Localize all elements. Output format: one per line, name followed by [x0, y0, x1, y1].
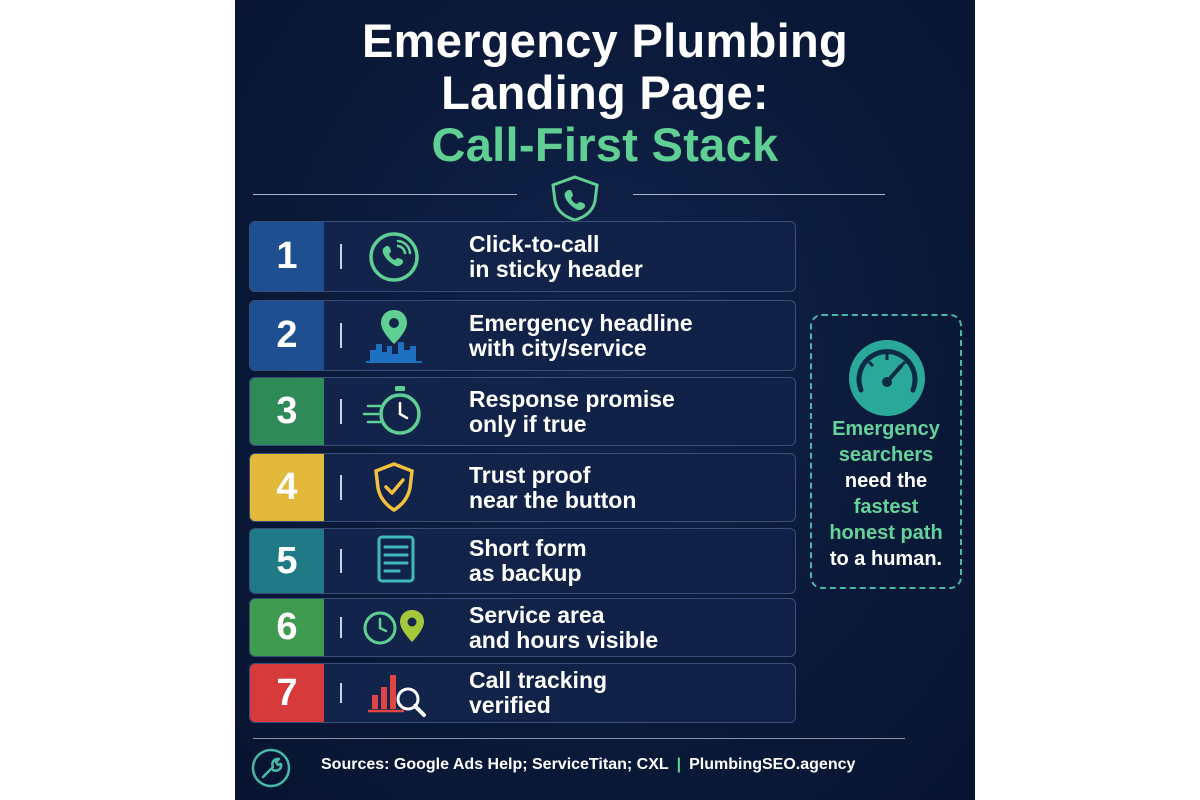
step-number-badge: 6: [250, 599, 324, 656]
phone-call-icon: [369, 231, 419, 282]
wrench-icon: [251, 748, 291, 788]
step-row-3: 3 Response promise only if true: [249, 377, 796, 446]
callout-text: Emergency searchers need the fastest hon…: [829, 418, 943, 570]
step-row-1: 1 Click-to-call in sticky header: [249, 221, 796, 292]
title-line-3: Call-First Stack: [431, 118, 779, 171]
row-divider: [340, 617, 342, 638]
title-line-1: Emergency Plumbing: [362, 14, 848, 67]
step-label: Emergency headline with city/service: [469, 309, 693, 361]
step-number-badge: 1: [250, 222, 324, 291]
step-row-6: 6 Service area and hours visible: [249, 598, 796, 657]
step-label: Service area and hours visible: [469, 601, 659, 653]
infographic: Emergency Plumbing Landing Page: Call-Fi…: [235, 0, 975, 800]
speedometer-icon: [849, 340, 925, 416]
step-label: Response promise only if true: [469, 385, 675, 437]
step-number-badge: 4: [250, 454, 324, 521]
footer-divider: [253, 738, 905, 739]
row-divider: [340, 682, 342, 704]
step-row-7: 7 Call tracking verified: [249, 663, 796, 723]
form-icon: [377, 535, 415, 583]
row-divider: [340, 244, 342, 269]
row-divider: [340, 549, 342, 573]
step-number-badge: 5: [250, 529, 324, 593]
step-number-badge: 3: [250, 378, 324, 445]
row-divider: [340, 475, 342, 500]
shield-check-icon: [374, 461, 414, 512]
step-label: Trust proof near the button: [469, 461, 637, 513]
step-number-badge: 7: [250, 664, 324, 722]
footer-brand: PlumbingSEO.agency: [689, 756, 856, 773]
title-divider-left: [253, 194, 517, 195]
city-pin-icon: [366, 309, 422, 363]
row-divider: [340, 399, 342, 424]
title-divider-right: [633, 194, 885, 195]
footer-sources: Sources: Google Ads Help; ServiceTitan; …: [321, 756, 856, 773]
step-label: Click-to-call in sticky header: [469, 230, 643, 282]
row-divider: [340, 323, 342, 348]
step-label: Short form as backup: [469, 535, 587, 586]
title-line-2: Landing Page:: [441, 66, 769, 119]
callout-box: Emergency searchers need the fastest hon…: [810, 314, 962, 589]
clock-pin-icon: [363, 609, 424, 644]
step-number-badge: 2: [250, 301, 324, 370]
step-label: Call tracking verified: [469, 667, 608, 718]
step-row-2: 2 Emergency headline with city/service: [249, 300, 796, 371]
step-row-4: 4 Trust proof near the button: [249, 453, 796, 522]
stopwatch-icon: [362, 385, 421, 435]
shield-phone-icon: [551, 175, 599, 222]
chart-magnifier-icon: [368, 675, 426, 717]
step-row-5: 5 Short form as backup: [249, 528, 796, 594]
